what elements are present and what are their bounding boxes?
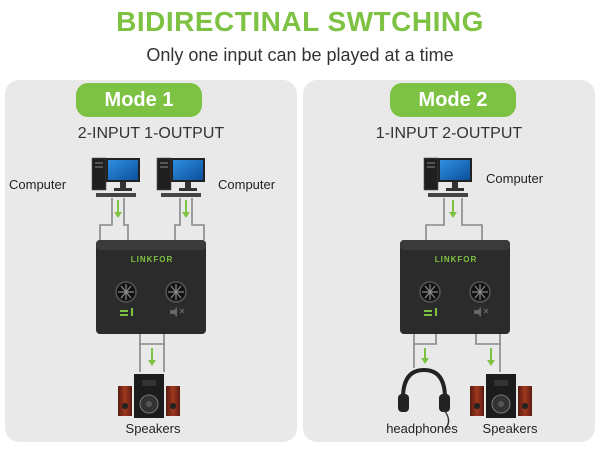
mode1-input-arrows bbox=[114, 200, 190, 218]
mode2-input-cable bbox=[425, 198, 483, 240]
mode2-computer-icon bbox=[423, 157, 473, 198]
mode1-output-arrow bbox=[148, 348, 156, 366]
headphones-icon bbox=[398, 367, 450, 429]
mode2-badge: Mode 2 bbox=[390, 83, 516, 117]
mode2-description: 1-INPUT 2-OUTPUT bbox=[375, 125, 523, 142]
mode2-output-arrows bbox=[421, 348, 495, 366]
mode1-speakers-icon bbox=[117, 373, 181, 419]
mode2-headphones-label: headphones bbox=[386, 421, 458, 436]
mode1-right-computer-icon bbox=[156, 157, 206, 198]
mode1-right-computer-label: Computer bbox=[218, 177, 276, 192]
page-title: BIDIRECTINAL SWTCHING bbox=[116, 6, 484, 37]
mode1-input-cables bbox=[99, 198, 205, 240]
mode1-left-computer-icon bbox=[91, 157, 141, 198]
page-subtitle: Only one input can be played at a time bbox=[146, 45, 454, 65]
mode1-brand-label: LINKFOR bbox=[131, 255, 174, 264]
mode1-badge: Mode 1 bbox=[76, 83, 202, 117]
mode2-speakers-icon bbox=[469, 373, 533, 419]
mode1-speakers-label: Speakers bbox=[125, 421, 181, 436]
mode2-brand-label: LINKFOR bbox=[435, 255, 478, 264]
mode1-description: 2-INPUT 1-OUTPUT bbox=[77, 125, 225, 142]
mode2-output-cables bbox=[413, 334, 501, 372]
mode2-computer-label: Computer bbox=[486, 171, 544, 186]
mode1-left-computer-label: Computer bbox=[9, 177, 67, 192]
mode2-input-arrow bbox=[449, 200, 457, 218]
mode1-output-cable bbox=[139, 334, 165, 372]
mode2-speakers-label: Speakers bbox=[482, 421, 538, 436]
